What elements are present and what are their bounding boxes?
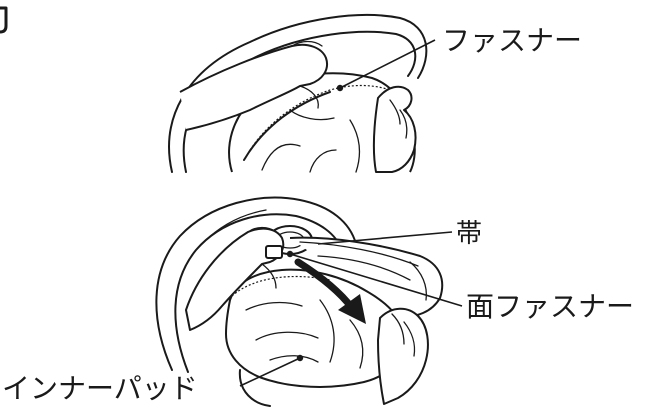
band-leader-line bbox=[317, 231, 453, 245]
hook-loop-fastener-label: 面ファスナー bbox=[466, 290, 634, 323]
bottom-figure-helmet-inner-pad bbox=[155, 196, 444, 407]
inner-pad-leader-line bbox=[239, 357, 301, 387]
top-figure-helmet-fastener bbox=[168, 14, 428, 173]
hook-loop-leader-line bbox=[289, 253, 463, 307]
inner-pad-label: インナーパッド bbox=[2, 372, 198, 405]
step-marker-fragment bbox=[0, 6, 8, 34]
inner-pad-point bbox=[296, 354, 304, 362]
fastener-leader-line bbox=[339, 39, 436, 89]
band-label: 帯 bbox=[456, 219, 482, 249]
fastener-label: ファスナー bbox=[442, 24, 582, 57]
pull-direction-arrowhead bbox=[338, 294, 366, 324]
